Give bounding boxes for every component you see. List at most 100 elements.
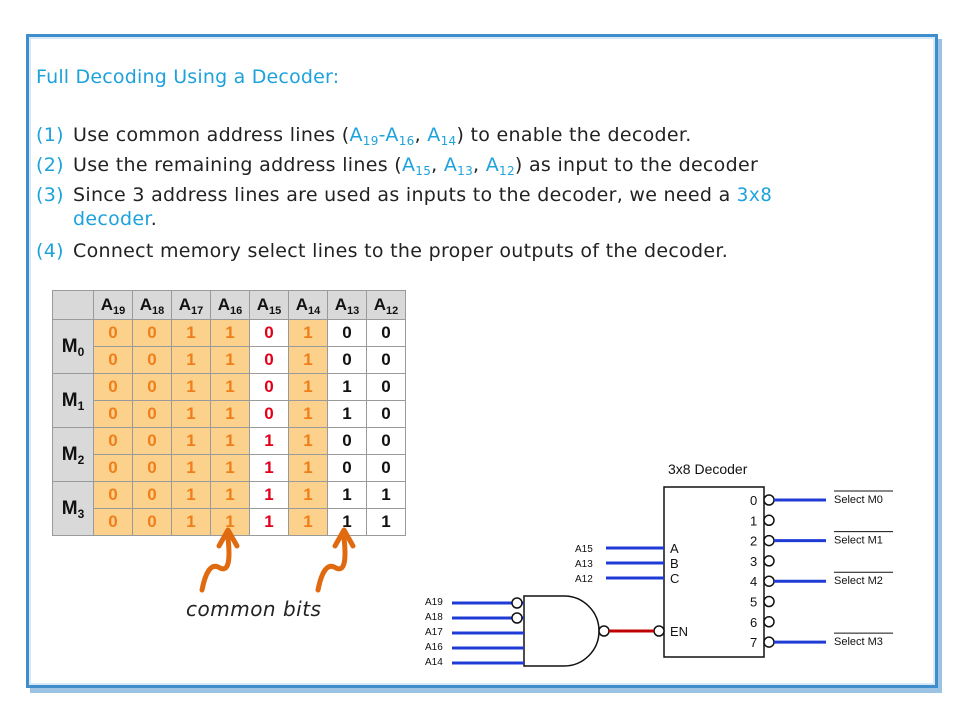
output-number-7: 7: [750, 635, 757, 650]
table-cell: 1: [210, 319, 250, 347]
gate-inverter-bubble: [511, 612, 523, 624]
item-number: (1): [36, 124, 64, 146]
memory-label-M2: M2: [52, 427, 94, 482]
memory-label-M0: M0: [52, 319, 94, 374]
list-item-1: (1)Use common address lines (A19-A16, A1…: [36, 124, 692, 148]
table-cell: 0: [327, 427, 367, 455]
table-cell: 1: [210, 427, 250, 455]
table-cell: 0: [132, 427, 172, 455]
table-cell: 0: [249, 373, 289, 401]
table-cell: 0: [249, 346, 289, 374]
table-cell: 0: [366, 373, 406, 401]
output-number-0: 0: [750, 493, 757, 508]
table-cell: 0: [132, 400, 172, 428]
list-item-3: (3)Since 3 address lines are used as inp…: [36, 184, 773, 206]
nand-output-bubble: [598, 625, 610, 637]
memory-label-M3: M3: [52, 481, 94, 536]
table-cell: 1: [366, 481, 406, 509]
column-header-A14: A14: [288, 290, 328, 320]
column-header-A15: A15: [249, 290, 289, 320]
column-header-A16: A16: [210, 290, 250, 320]
table-cell: 1: [171, 481, 211, 509]
column-header-A17: A17: [171, 290, 211, 320]
table-cell: 1: [171, 454, 211, 482]
enable-bubble: [653, 625, 665, 637]
curly-arrow-2: [315, 535, 348, 593]
table-cell: 1: [249, 454, 289, 482]
table-cell: 0: [93, 319, 133, 347]
table-cell: 0: [132, 508, 172, 536]
output-bubble-1: [763, 514, 775, 527]
table-cell: 1: [288, 481, 328, 509]
table-cell: 0: [132, 319, 172, 347]
table-cell: 1: [210, 481, 250, 509]
pin-label-B: B: [670, 556, 679, 571]
gate-inverter-bubble: [511, 597, 523, 609]
output-bubble-3: [763, 555, 775, 567]
output-number-1: 1: [750, 513, 757, 528]
table-cell: 0: [93, 508, 133, 536]
memory-label-M1: M1: [52, 373, 94, 428]
table-cell: 1: [249, 427, 289, 455]
output-number-2: 2: [750, 534, 757, 549]
slide-title: Full Decoding Using a Decoder:: [36, 66, 340, 88]
output-bubble-2: [763, 534, 775, 547]
enable-pin-label: EN: [670, 624, 688, 639]
table-cell: 0: [93, 454, 133, 482]
output-bubble-6: [763, 616, 775, 628]
select-label: Select M3: [834, 636, 883, 648]
table-cell: 0: [132, 454, 172, 482]
nand-gate: [523, 595, 600, 667]
table-cell: 1: [171, 346, 211, 374]
table-cell: 0: [93, 427, 133, 455]
table-corner: [52, 290, 94, 320]
output-bubble-4: [763, 575, 775, 587]
table-cell: 1: [171, 400, 211, 428]
item-number: (2): [36, 154, 64, 176]
output-number-4: 4: [750, 574, 757, 589]
curly-arrow-1: [199, 535, 232, 593]
table-cell: 1: [288, 319, 328, 347]
decoder-title: 3x8 Decoder: [668, 461, 748, 477]
output-bubble-7: [763, 636, 775, 648]
table-cell: 1: [171, 508, 211, 536]
select-label: Select M2: [834, 575, 883, 587]
table-cell: 0: [366, 319, 406, 347]
list-item-4: (4)Connect memory select lines to the pr…: [36, 240, 729, 262]
table-cell: 0: [93, 373, 133, 401]
table-cell: 0: [132, 373, 172, 401]
column-header-A12: A12: [366, 290, 406, 320]
pin-label-A: A: [670, 541, 679, 556]
common-bits-caption: common bits: [186, 597, 322, 621]
output-number-6: 6: [750, 615, 757, 630]
table-cell: 1: [210, 454, 250, 482]
input-label-A15: A15: [575, 544, 593, 555]
table-cell: 0: [327, 319, 367, 347]
table-cell: 1: [366, 508, 406, 536]
arrow-head-1: [216, 527, 240, 549]
table-cell: 1: [327, 373, 367, 401]
table-cell: 0: [366, 346, 406, 374]
output-number-5: 5: [750, 595, 757, 610]
output-number-3: 3: [750, 554, 757, 569]
table-cell: 0: [93, 346, 133, 374]
gate-input-label-A17: A17: [425, 627, 443, 638]
output-bubble-5: [763, 595, 775, 608]
list-item-3-continuation: decoder.: [73, 208, 158, 230]
table-cell: 0: [249, 319, 289, 347]
gate-input-label-A16: A16: [425, 642, 443, 653]
table-cell: 0: [93, 400, 133, 428]
gate-input-label-A18: A18: [425, 612, 443, 623]
output-bubble-0: [763, 494, 775, 506]
select-label: Select M1: [834, 535, 883, 547]
table-cell: 1: [171, 427, 211, 455]
